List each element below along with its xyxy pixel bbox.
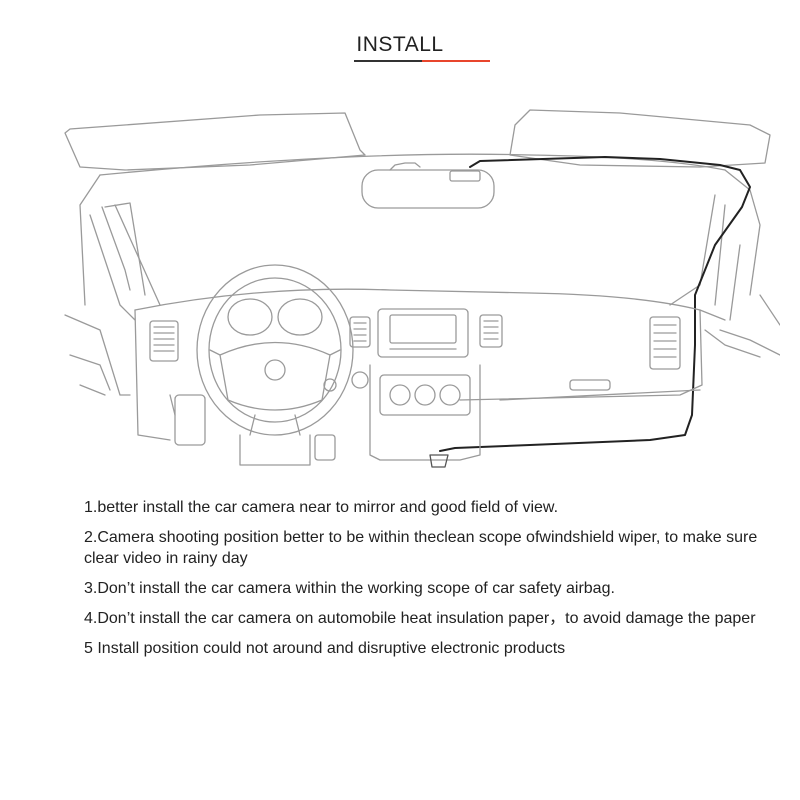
title-underline — [354, 60, 490, 62]
note-1: 1.better install the car camera near to … — [84, 499, 559, 516]
steering-wheel-outer — [196, 264, 354, 436]
note-3: 3.Don’t install the car camera within th… — [84, 580, 615, 597]
windshield-top — [99, 153, 726, 176]
dashboard-top — [134, 288, 726, 321]
windshield-right-pillar — [724, 169, 761, 296]
page-title: INSTALL — [356, 33, 444, 56]
right-air-vent — [649, 316, 681, 370]
install-notes: 1.better install the car camera near to … — [84, 497, 774, 668]
underline-dark-segment — [354, 60, 422, 62]
left-air-vent — [149, 320, 179, 362]
note-4: 4.Don’t install the car camera on automo… — [84, 610, 756, 627]
radio-head-unit — [377, 308, 469, 358]
rear-view-mirror — [361, 169, 495, 209]
windshield-left-pillar — [79, 174, 101, 306]
climate-control — [379, 374, 471, 416]
underline-red-segment — [422, 60, 490, 62]
car-charger — [429, 454, 449, 468]
glove-box — [499, 389, 701, 401]
steering-wheel-inner — [208, 277, 342, 423]
note-5: 5 Install position could not around and … — [84, 640, 566, 657]
dashcam-cable — [439, 156, 751, 452]
car-interior-illustration — [64, 109, 780, 468]
right-sun-visor — [509, 109, 771, 168]
left-sun-visor — [64, 112, 366, 171]
note-2: 2.Camera shooting position better to be … — [84, 529, 758, 567]
